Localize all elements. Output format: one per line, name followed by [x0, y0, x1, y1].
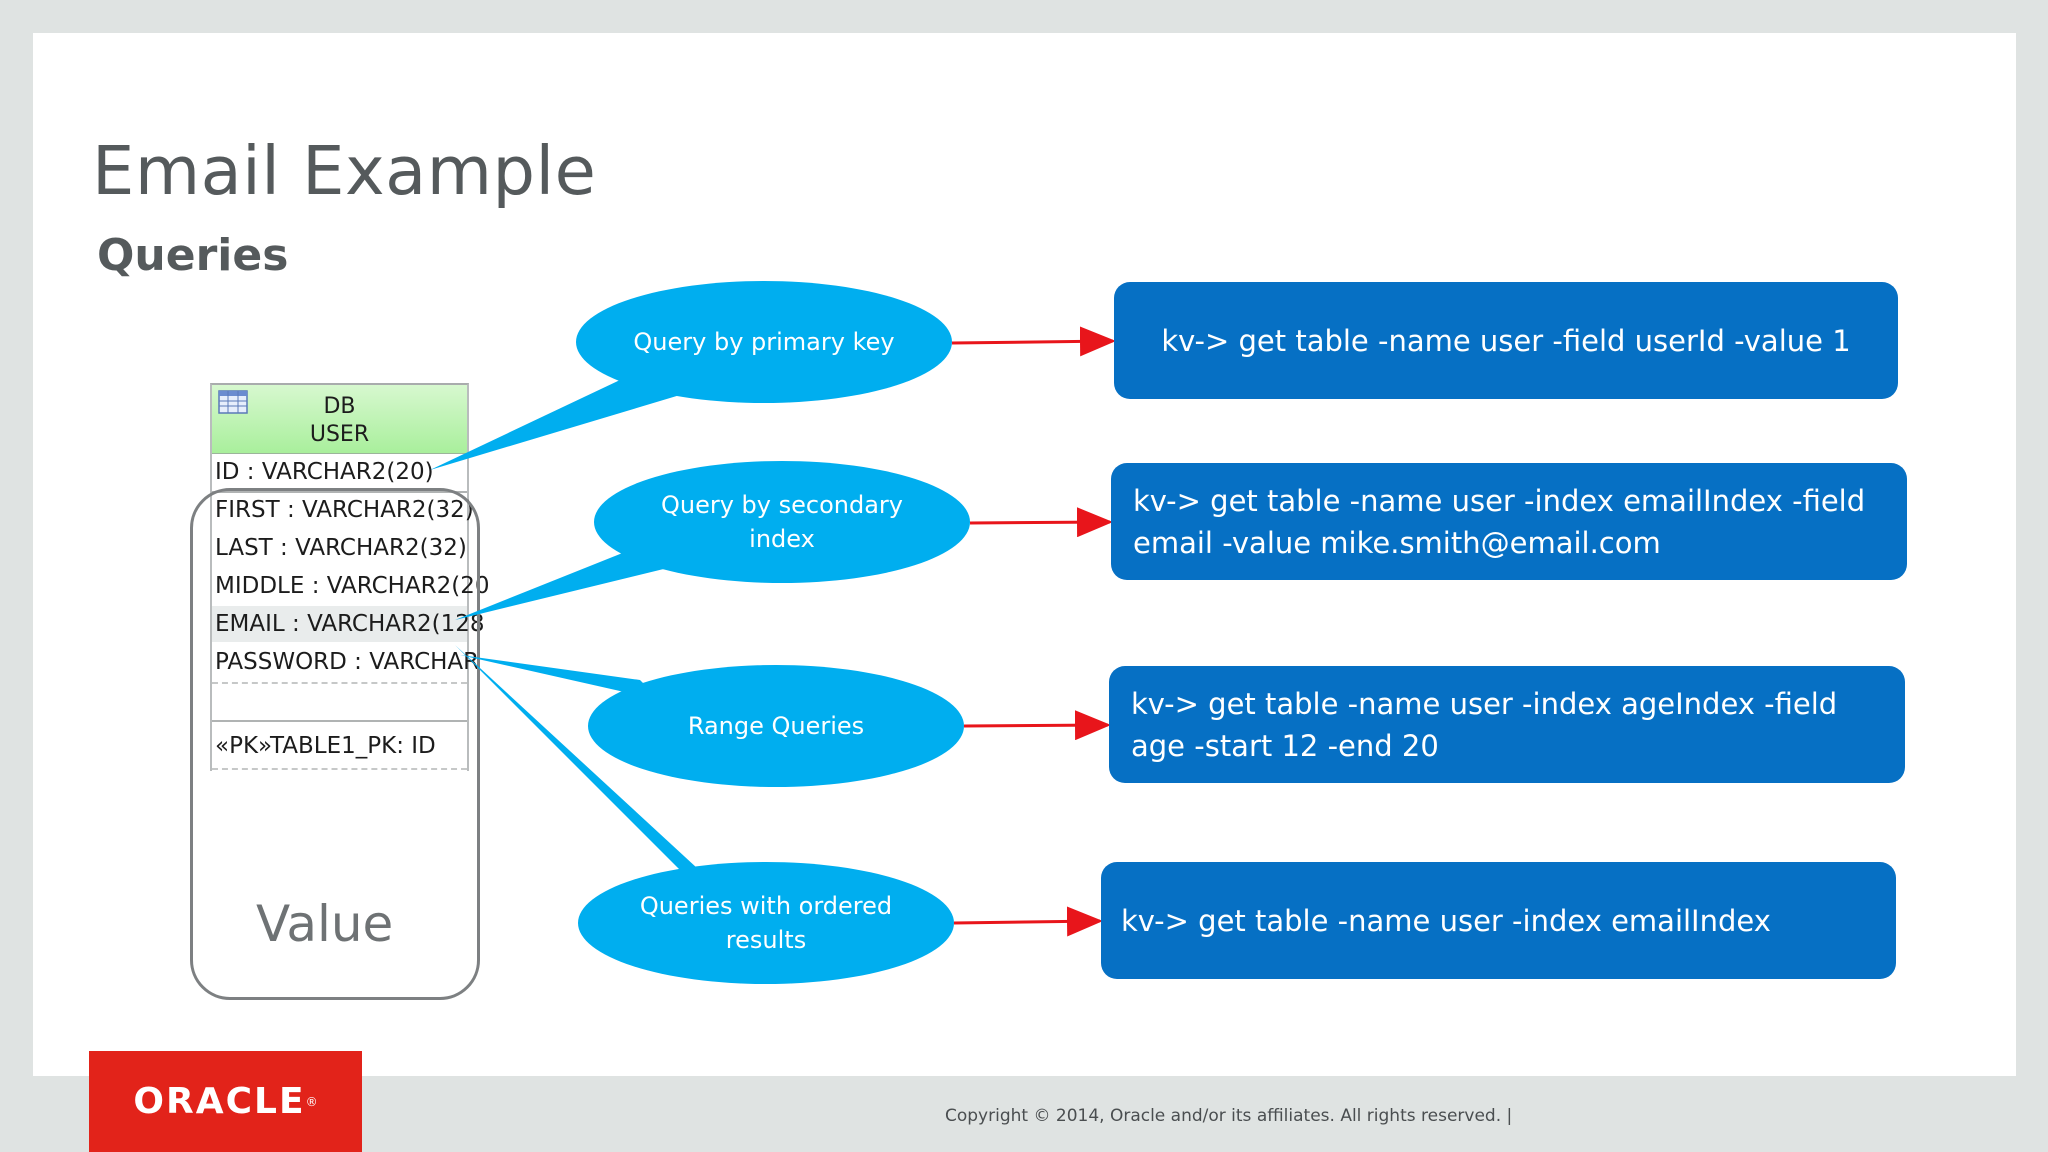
slide-title: Email Example: [92, 132, 597, 210]
bubble-ordered-results: [578, 862, 954, 984]
arrow-range-queries: [963, 710, 1111, 741]
oracle-logo-text: ORACLE: [133, 1081, 306, 1122]
db-row-last: LAST : VARCHAR2(32): [215, 535, 467, 561]
oracle-logo: ORACLE®: [89, 1051, 362, 1152]
bubble-label-range-queries: Range Queries: [687, 712, 865, 740]
bubble-secondary-index: [594, 461, 970, 583]
command-box-range-queries: kv-> get table -name user -index ageInde…: [1109, 666, 1905, 783]
copyright-text: Copyright © 2014, Oracle and/or its affi…: [945, 1106, 1513, 1126]
command-text-ordered-results: kv-> get table -name user -index emailIn…: [1121, 903, 1771, 938]
db-row-pk: «PK»TABLE1_PK: ID: [215, 733, 436, 759]
bubble-label-primary-key: Query by primary key: [633, 328, 895, 356]
bubble-tail-primary-key: [430, 380, 680, 470]
bubble-tail-ordered-results: [455, 645, 710, 880]
bubble-tail-range-queries: [460, 655, 660, 700]
command-text-range-queries: kv-> get table -name user -index ageInde…: [1131, 686, 1838, 763]
db-divider: [212, 720, 467, 722]
arrow-ordered-results: [953, 906, 1103, 937]
db-table-title-line1: DB: [323, 394, 356, 419]
bubble-label-secondary-index: Query by secondary index: [660, 491, 903, 553]
db-dashed-divider: [212, 768, 467, 770]
db-row-password: PASSWORD : VARCHAR: [215, 649, 480, 675]
value-group-box: [190, 488, 480, 1000]
command-box-ordered-results: kv-> get table -name user -index emailIn…: [1101, 862, 1896, 979]
command-text-secondary-index: kv-> get table -name user -index emailIn…: [1133, 483, 1866, 560]
db-dashed-divider: [212, 682, 467, 684]
arrow-primary-key: [951, 326, 1116, 357]
slide-subtitle: Queries: [97, 230, 289, 281]
db-table-header: DB USER: [212, 385, 467, 454]
bubble-label-ordered-results: Queries with ordered results: [639, 892, 893, 954]
bubble-tail-secondary-index: [455, 550, 680, 620]
db-row-middle: MIDDLE : VARCHAR2(20: [215, 573, 490, 599]
bubble-range-queries: [588, 665, 964, 787]
db-row-first: FIRST : VARCHAR2(32): [215, 497, 474, 523]
command-box-primary-key: kv-> get table -name user -field userId …: [1114, 282, 1898, 399]
command-box-secondary-index: kv-> get table -name user -index emailIn…: [1111, 463, 1907, 580]
db-row-email: EMAIL : VARCHAR2(128: [212, 606, 485, 642]
registered-mark-icon: ®: [305, 1094, 318, 1109]
db-table-title: DB USER: [212, 393, 467, 449]
table-grid-icon: [218, 390, 248, 414]
db-user-table: DB USER ID : VARCHAR2(20) FIRST : VARCHA…: [210, 383, 490, 771]
command-text-primary-key: kv-> get table -name user -field userId …: [1161, 323, 1851, 358]
bubble-primary-key: [576, 281, 952, 403]
db-row-id: ID : VARCHAR2(20): [215, 459, 434, 485]
arrow-secondary-index: [969, 507, 1113, 538]
db-table-title-line2: USER: [309, 422, 370, 447]
value-label: Value: [256, 895, 394, 953]
db-divider: [212, 491, 467, 493]
